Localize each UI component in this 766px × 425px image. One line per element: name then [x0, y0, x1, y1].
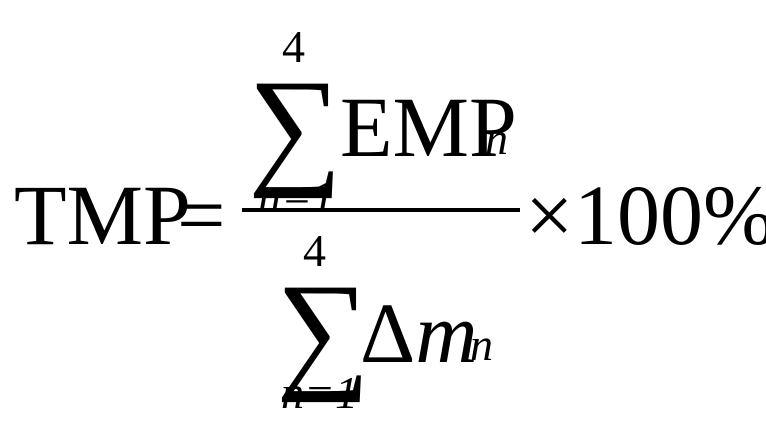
denominator-lower-limit: n=1 [281, 367, 359, 418]
hundred-percent: 100% [574, 167, 766, 263]
mass-variable: m [415, 285, 478, 381]
equals-sign: = [177, 167, 226, 263]
denominator-subscript: n [470, 319, 493, 370]
multiply-sign: × [525, 167, 574, 263]
numerator-lower-limit: n=1 [258, 171, 336, 222]
numerator-subscript: n [485, 113, 508, 164]
fraction-bar [242, 208, 520, 212]
delta-symbol: Δ [360, 285, 416, 381]
denominator-upper-limit: 4 [303, 225, 326, 276]
numerator-sigma-icon: ∑ [248, 52, 343, 199]
denominator-term: Δm [360, 290, 477, 376]
numerator-term: EMP [340, 79, 517, 175]
denominator-sigma-icon: ∑ [276, 256, 371, 403]
numerator-upper-limit: 4 [282, 21, 305, 72]
tmp-label: TMP [14, 167, 191, 263]
